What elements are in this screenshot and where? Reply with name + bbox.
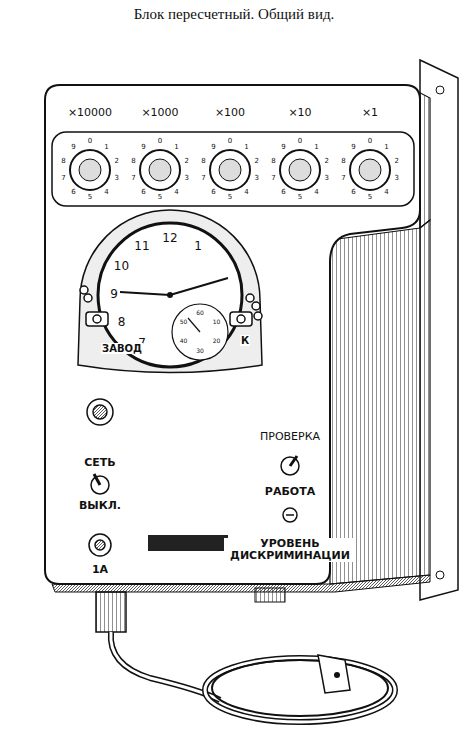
connector (255, 588, 285, 602)
counter-digit: 9 (281, 144, 285, 152)
clock-number: 1 (194, 240, 202, 253)
counter-digit: 9 (71, 144, 75, 152)
clock-number: 8 (118, 316, 126, 329)
screw (436, 86, 444, 94)
counter-digit: 3 (114, 175, 118, 183)
clock-number: 10 (114, 260, 129, 273)
counter-digit: 0 (158, 138, 162, 146)
multiplier-label: ×10 (287, 107, 312, 119)
counter-digit: 1 (384, 144, 388, 152)
counter-digit: 1 (244, 144, 248, 152)
controls (87, 399, 299, 556)
side-face (330, 220, 430, 584)
counter-digit: 7 (61, 175, 65, 183)
counter-digit: 2 (254, 158, 258, 166)
control-label: ВЫКЛ. (78, 500, 122, 512)
subdial-number: 40 (180, 338, 188, 345)
counter-digit: 3 (184, 175, 188, 183)
counter-digit: 4 (384, 189, 388, 197)
multiplier-label: ×10000 (67, 107, 113, 119)
multiplier-label: ×1 (361, 107, 379, 119)
clock-recess (78, 210, 262, 373)
counter-digit: 1 (314, 144, 318, 152)
counter-digit: 6 (141, 189, 145, 197)
housing (45, 85, 420, 584)
multiplier-label: ×1000 (140, 107, 179, 119)
subdial-number: 60 (196, 310, 204, 317)
counter-digit: 0 (298, 138, 302, 146)
counter-digit: 6 (71, 189, 75, 197)
clock-number: 9 (110, 288, 118, 301)
screw (436, 571, 444, 579)
cable-coil (205, 658, 395, 722)
clock-hands (120, 278, 228, 332)
counter-digit: 2 (184, 158, 188, 166)
counter-digit: 9 (141, 144, 145, 152)
counter-digit: 0 (88, 138, 92, 146)
counter-panel (52, 132, 414, 206)
counter-digit: 0 (368, 138, 372, 146)
title: Блок пересчетный. Общий вид. (134, 6, 335, 23)
counter-digit: 7 (341, 175, 345, 183)
counter-digit: 5 (368, 194, 372, 202)
counter-digit: 9 (211, 144, 215, 152)
control-label: ЗАВОД (101, 343, 143, 354)
subdial-number: 20 (213, 338, 221, 345)
counter-digit: 3 (254, 175, 258, 183)
counter-digit: 8 (61, 158, 65, 166)
subdial-number: 10 (213, 319, 221, 326)
counter-digit: 0 (228, 138, 232, 146)
winding-lugs (80, 286, 262, 326)
counter-digit: 8 (341, 158, 345, 166)
counter-digit: 8 (131, 158, 135, 166)
counter-digit: 8 (271, 158, 275, 166)
clock-number: 12 (162, 232, 177, 245)
control-label: 1А (91, 564, 109, 576)
cable-connector (96, 592, 126, 632)
control-label: РАБОТА (264, 486, 316, 498)
counter-digit: 5 (158, 194, 162, 202)
control-label: К (240, 335, 250, 346)
plug-pin (334, 672, 340, 678)
counter-digit: 4 (174, 189, 178, 197)
counter-digit: 5 (298, 194, 302, 202)
counter-digit: 5 (228, 194, 232, 202)
counter-digit: 6 (211, 189, 215, 197)
counters (70, 150, 390, 190)
counter-digit: 1 (104, 144, 108, 152)
cable-coil (205, 658, 395, 722)
clock-number: 11 (134, 240, 149, 253)
counter-digit: 2 (324, 158, 328, 166)
counter-digit: 3 (394, 175, 398, 183)
counter-digit: 2 (114, 158, 118, 166)
counter-digit: 3 (324, 175, 328, 183)
counter-digit: 4 (314, 189, 318, 197)
counter-digit: 7 (201, 175, 205, 183)
counter-digit: 5 (88, 194, 92, 202)
mains-plug (318, 655, 350, 693)
counter-digit: 1 (174, 144, 178, 152)
control-label: СЕТЬ (83, 457, 116, 469)
subdial-number: 30 (196, 348, 204, 355)
counter-digit: 6 (351, 189, 355, 197)
counter-digit: 8 (201, 158, 205, 166)
counter-digit: 4 (244, 189, 248, 197)
control-label: ПРОВЕРКА (259, 431, 321, 443)
cable-coil (212, 660, 388, 716)
subdial (172, 304, 228, 360)
counter-digit: 7 (131, 175, 135, 183)
hub (167, 292, 173, 298)
counter-digit: 6 (281, 189, 285, 197)
subdial-number: 50 (180, 319, 188, 326)
stopwatch-face (98, 223, 242, 367)
control-label: УРОВЕНЬ ДИСКРИМИНАЦИИ (224, 538, 356, 562)
counter-digit: 7 (271, 175, 275, 183)
counter-digit: 2 (394, 158, 398, 166)
name-plate (148, 535, 228, 551)
counter-digit: 9 (351, 144, 355, 152)
multiplier-label: ×100 (214, 107, 246, 119)
counter-digit: 4 (104, 189, 108, 197)
